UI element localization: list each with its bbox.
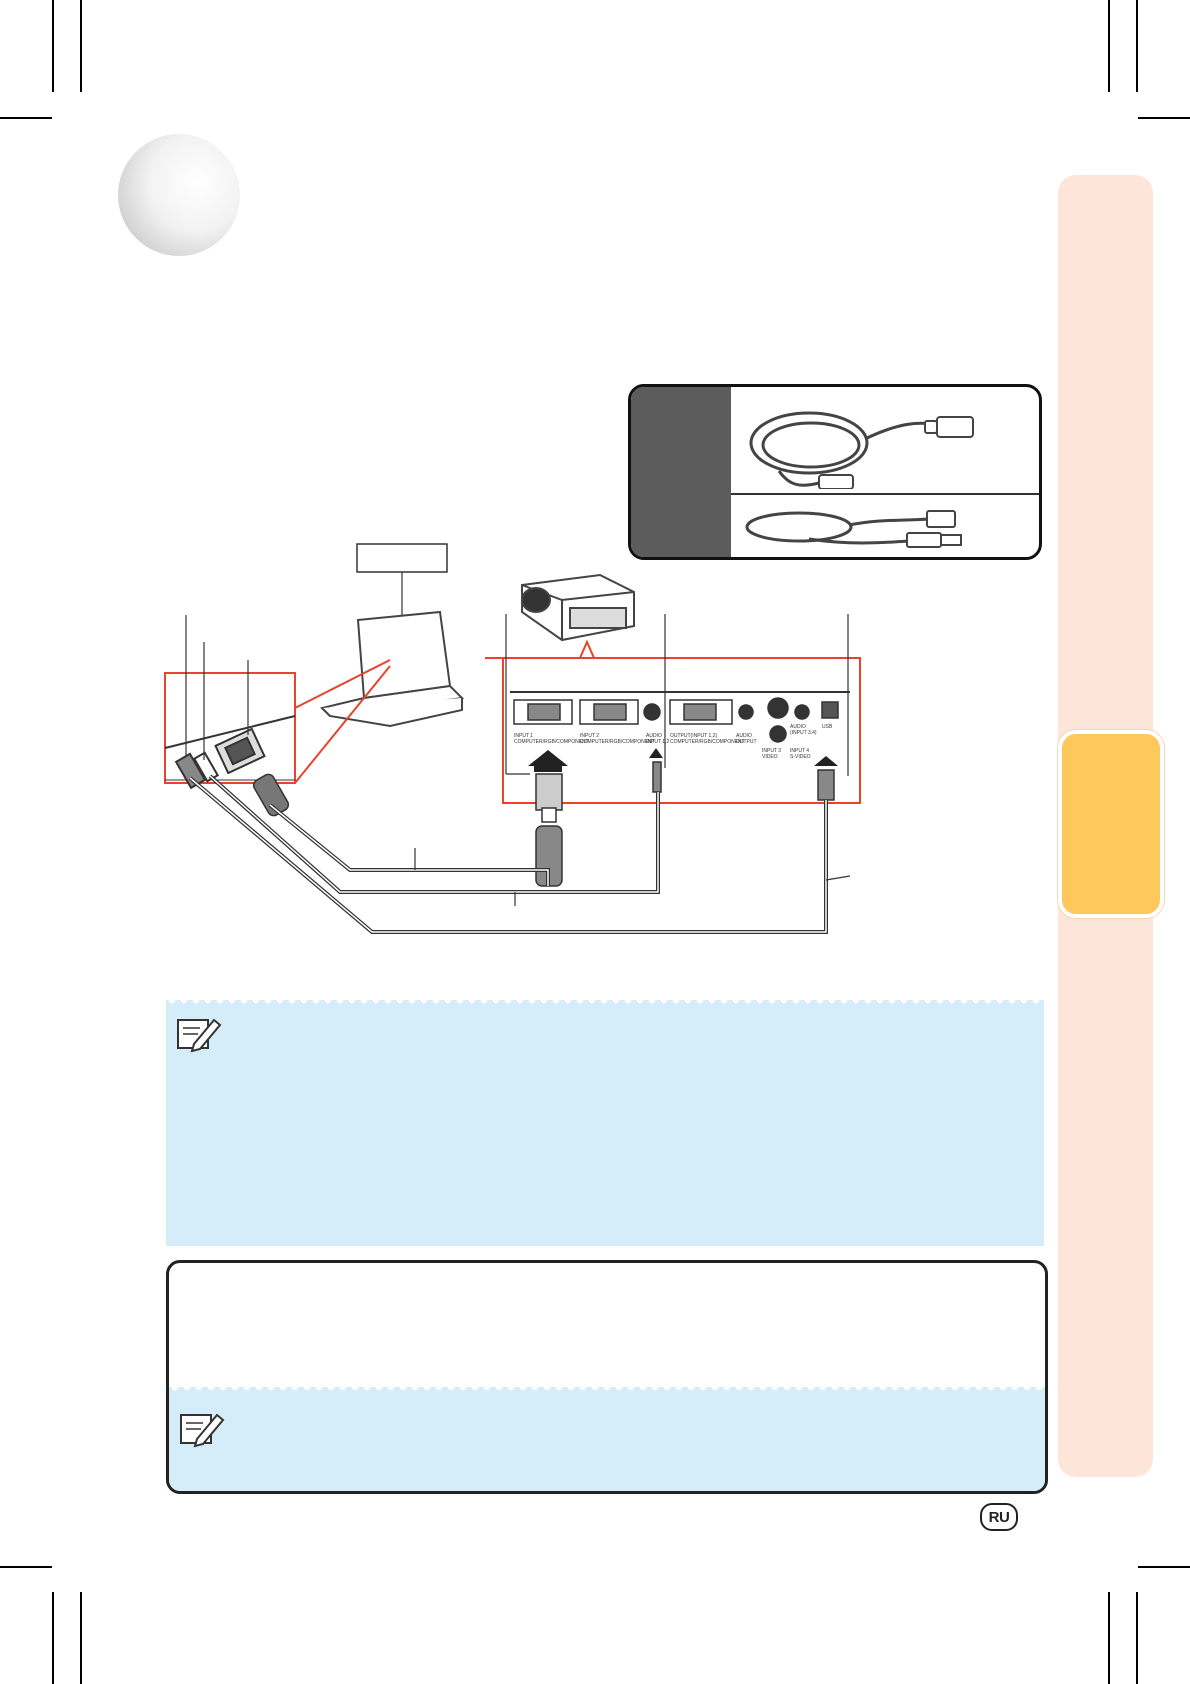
crop-mark <box>1138 1566 1190 1568</box>
crop-mark <box>80 1592 82 1684</box>
laptop-port-zoom-frame <box>164 672 296 784</box>
audio-plug-icon <box>652 761 662 793</box>
usb-plug-icon <box>817 769 835 801</box>
port-label-line2: COMPUTER/RGB/COMPONENT <box>670 739 745 745</box>
crop-mark <box>1108 1592 1110 1684</box>
side-tab-active[interactable] <box>1058 730 1164 918</box>
port-label-line2: COMPUTER/RGB/COMPONENT <box>580 739 655 745</box>
connection-diagram: INPUT 1 COMPUTER/RGB/COMPONENT INPUT 2 C… <box>164 543 861 934</box>
crop-mark <box>52 1592 54 1684</box>
projector-port-zoom-frame <box>502 657 861 804</box>
port-label-line2: INPUT 1,2 <box>646 739 669 745</box>
port-label-line2: OUTPUT <box>736 739 757 745</box>
port-label-line2: (INPUT 3,4) <box>790 730 817 736</box>
usb-cable-icon <box>745 510 962 548</box>
heading-bubble-icon <box>118 134 240 256</box>
port-label-line1: AUDIO <box>790 724 806 730</box>
crop-mark <box>52 0 54 92</box>
accessory-divider <box>731 493 1039 495</box>
projector-icon <box>521 573 635 642</box>
crop-mark <box>1136 0 1138 92</box>
port-labels: INPUT 1 COMPUTER/RGB/COMPONENT INPUT 2 C… <box>514 724 833 760</box>
crop-mark <box>1136 1592 1138 1684</box>
laptop-connectors-icon <box>174 727 266 790</box>
port-label-line1: INPUT 4 <box>790 748 809 754</box>
pencil-note-icon <box>177 1018 222 1053</box>
port-label-line1: AUDIO <box>646 733 662 739</box>
projector-port-panel <box>513 697 839 743</box>
note-box-border <box>166 994 1044 1006</box>
rgb-cable-icon <box>749 411 974 489</box>
crop-mark <box>0 1566 52 1568</box>
computer-callout-box <box>356 543 448 573</box>
info-frame <box>166 1260 1048 1494</box>
laptop-icon <box>320 610 465 728</box>
port-label-line2: COMPUTER/RGB/COMPONENT <box>514 739 589 745</box>
port-label-line1: OUTPUT(INPUT 1,2) <box>670 733 717 739</box>
crop-mark <box>0 117 52 119</box>
port-label-line1: USB <box>822 724 833 730</box>
port-label-line1: AUDIO <box>736 733 752 739</box>
port-label-line1: INPUT 2 <box>580 733 599 739</box>
port-label-line1: INPUT 3 <box>762 748 781 754</box>
port-label-line1: INPUT 1 <box>514 733 533 739</box>
crop-mark <box>1108 0 1110 92</box>
port-label-line2: VIDEO <box>762 754 778 760</box>
ru-badge-icon: RU <box>980 1503 1018 1531</box>
accessory-label-area <box>631 387 731 557</box>
crop-mark <box>80 0 82 92</box>
supplied-accessories-box <box>628 384 1042 560</box>
note-box <box>166 994 1044 1246</box>
note-box-border <box>169 1381 1045 1393</box>
insert-arrow-icons <box>528 748 838 772</box>
note-box <box>169 1381 1045 1491</box>
pencil-note-icon <box>180 1413 225 1448</box>
port-label-line2: S-VIDEO <box>790 754 811 760</box>
crop-mark <box>1138 117 1190 119</box>
